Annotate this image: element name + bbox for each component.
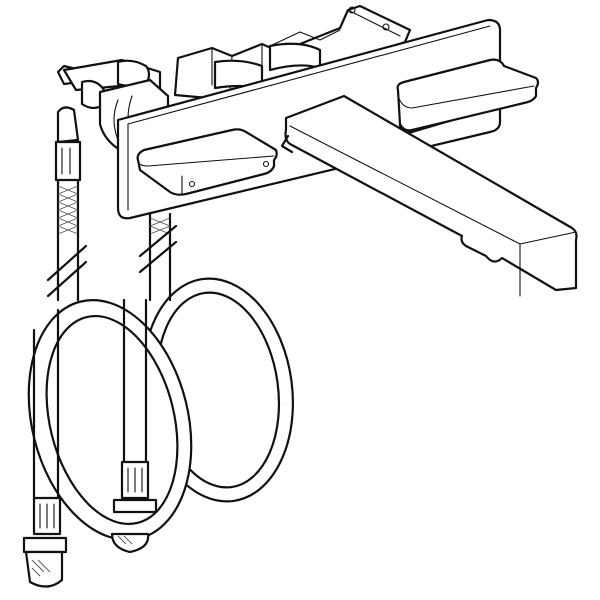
left-lower-fitting	[22, 496, 68, 588]
right-hose	[138, 212, 178, 302]
spout	[280, 94, 578, 297]
left-hose	[46, 106, 88, 302]
right-handle	[396, 58, 540, 134]
left-handle	[136, 128, 278, 196]
concealed-body	[56, 4, 412, 152]
right-lower-fitting	[110, 460, 158, 554]
